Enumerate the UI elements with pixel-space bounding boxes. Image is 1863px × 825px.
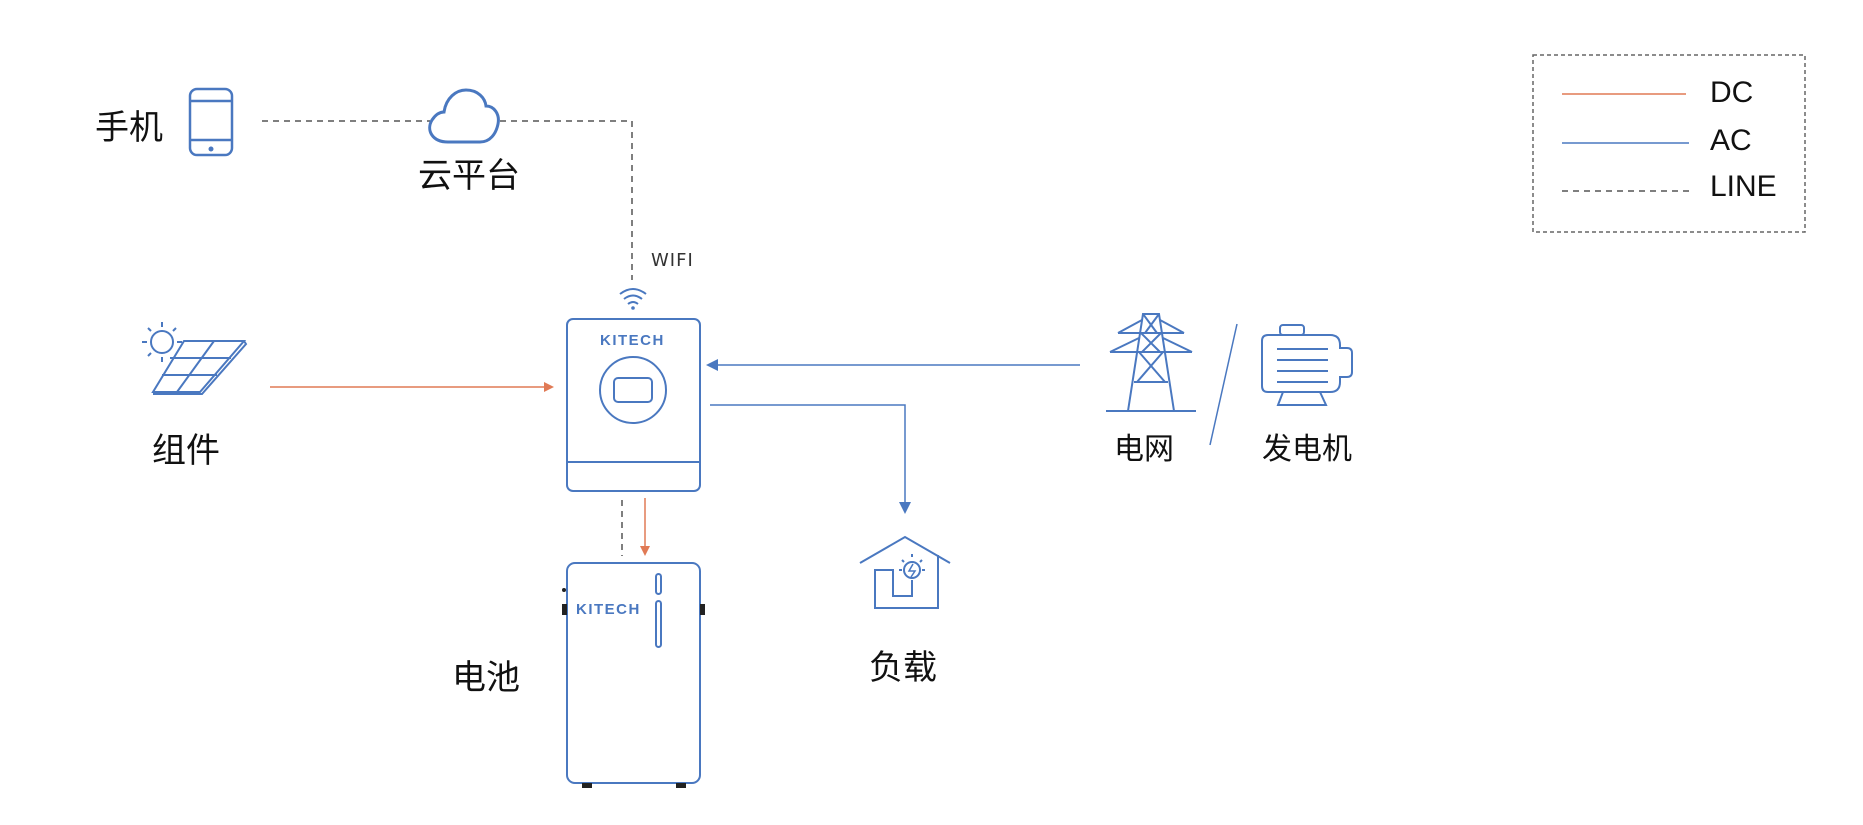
wifi-icon	[619, 288, 647, 310]
solar-panel-icon	[142, 322, 248, 395]
cloud-icon	[428, 88, 500, 144]
battery-icon	[566, 562, 701, 784]
phone-label: 手机	[95, 108, 163, 148]
wifi-label: WIFI	[651, 250, 694, 271]
phone-icon	[188, 87, 234, 157]
battery-feet	[562, 588, 705, 788]
legend-dc-label: DC	[1710, 76, 1754, 109]
legend-ac-label: AC	[1710, 124, 1752, 157]
generator-icon	[1261, 324, 1353, 406]
ac-inverter-to-load	[710, 404, 911, 514]
grid-generator-divider	[1209, 323, 1238, 446]
generator-label: 发电机	[1262, 432, 1352, 467]
house-load-icon	[859, 535, 951, 609]
pv-label: 组件	[152, 431, 220, 471]
battery-brand: KITECH	[576, 601, 641, 618]
legend-line-label: LINE	[1710, 170, 1777, 203]
load-label: 负载	[869, 648, 937, 688]
grid-label: 电网	[1114, 432, 1174, 467]
inverter-icon	[566, 318, 701, 492]
inverter-brand: KITECH	[600, 332, 665, 349]
cloud-label: 云平台	[418, 156, 520, 196]
legend-box	[1532, 54, 1806, 233]
battery-label: 电池	[452, 658, 520, 698]
link-phone-cloud-wifi	[262, 120, 633, 280]
power-tower-icon	[1106, 313, 1196, 412]
